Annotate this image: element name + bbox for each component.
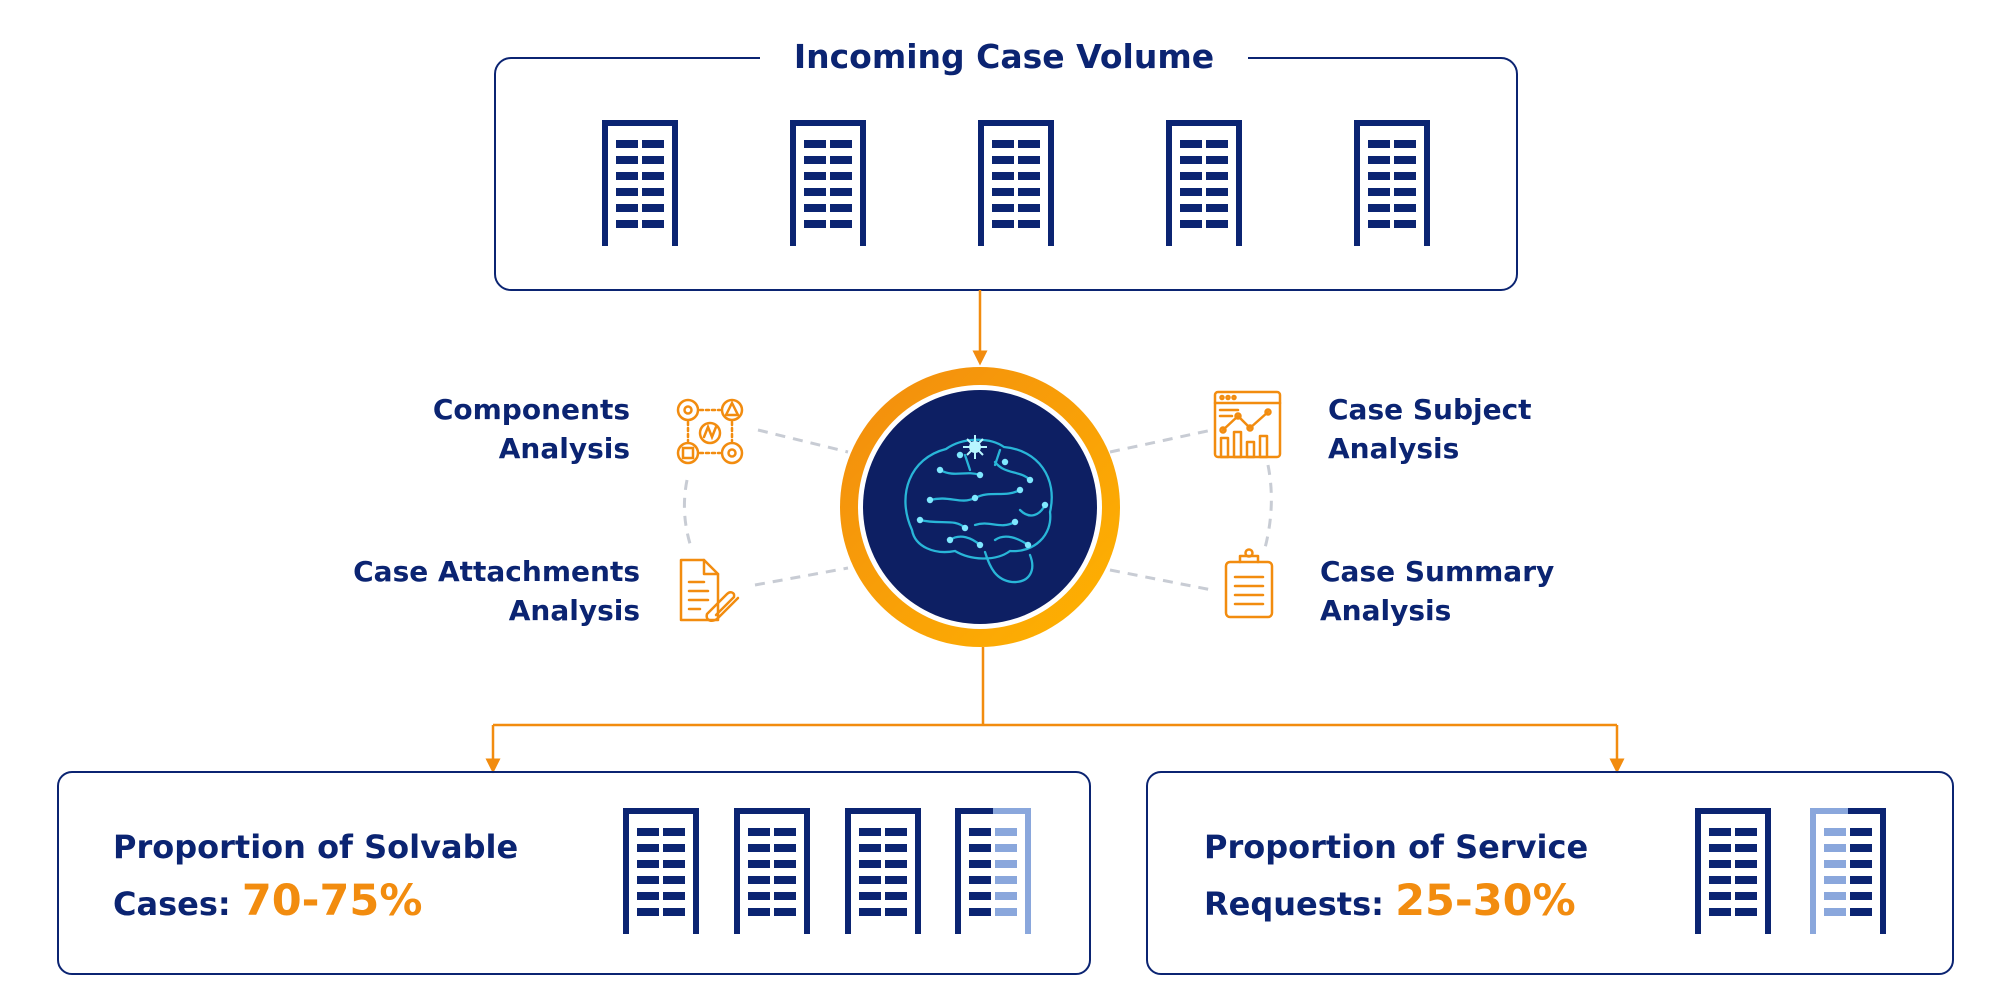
document-icon bbox=[978, 120, 1054, 246]
service-percent: 25-30% bbox=[1395, 876, 1576, 926]
incoming-documents bbox=[602, 120, 1430, 246]
document-attachment-icon bbox=[679, 558, 740, 623]
dashboard-chart-icon bbox=[1213, 390, 1282, 459]
brain-network-icon bbox=[840, 367, 1120, 647]
document-icon bbox=[845, 808, 921, 934]
branch-connectors bbox=[485, 647, 1625, 774]
service-documents bbox=[1695, 808, 1886, 934]
clipboard-icon bbox=[1224, 548, 1274, 619]
solvable-documents bbox=[623, 808, 1031, 934]
case-subject-analysis-label: Case Subject Analysis bbox=[1328, 393, 1532, 465]
components-analysis-label: Components Analysis bbox=[432, 393, 630, 465]
document-icon-partial bbox=[1810, 808, 1886, 934]
service-requests-text: Proportion of Service Requests: 25-30% bbox=[1204, 828, 1589, 926]
incoming-volume-title: Incoming Case Volume bbox=[760, 34, 1248, 80]
document-icon bbox=[790, 120, 866, 246]
service-requests-box bbox=[1146, 771, 1954, 975]
document-icon bbox=[623, 808, 699, 934]
solvable-cases-text: Proportion of Solvable Cases: 70-75% bbox=[113, 828, 519, 926]
document-icon bbox=[602, 120, 678, 246]
components-icon bbox=[676, 398, 744, 465]
solvable-cases-box bbox=[57, 771, 1091, 975]
case-summary-analysis-label: Case Summary Analysis bbox=[1320, 555, 1555, 627]
dashed-connectors bbox=[682, 428, 1273, 592]
document-icon bbox=[1695, 808, 1771, 934]
document-icon-partial bbox=[955, 808, 1031, 934]
solvable-percent: 70-75% bbox=[241, 876, 423, 926]
document-icon bbox=[734, 808, 810, 934]
document-icon bbox=[1354, 120, 1430, 246]
case-attachments-analysis-label: Case Attachments Analysis bbox=[353, 555, 640, 627]
document-icon bbox=[1166, 120, 1242, 246]
